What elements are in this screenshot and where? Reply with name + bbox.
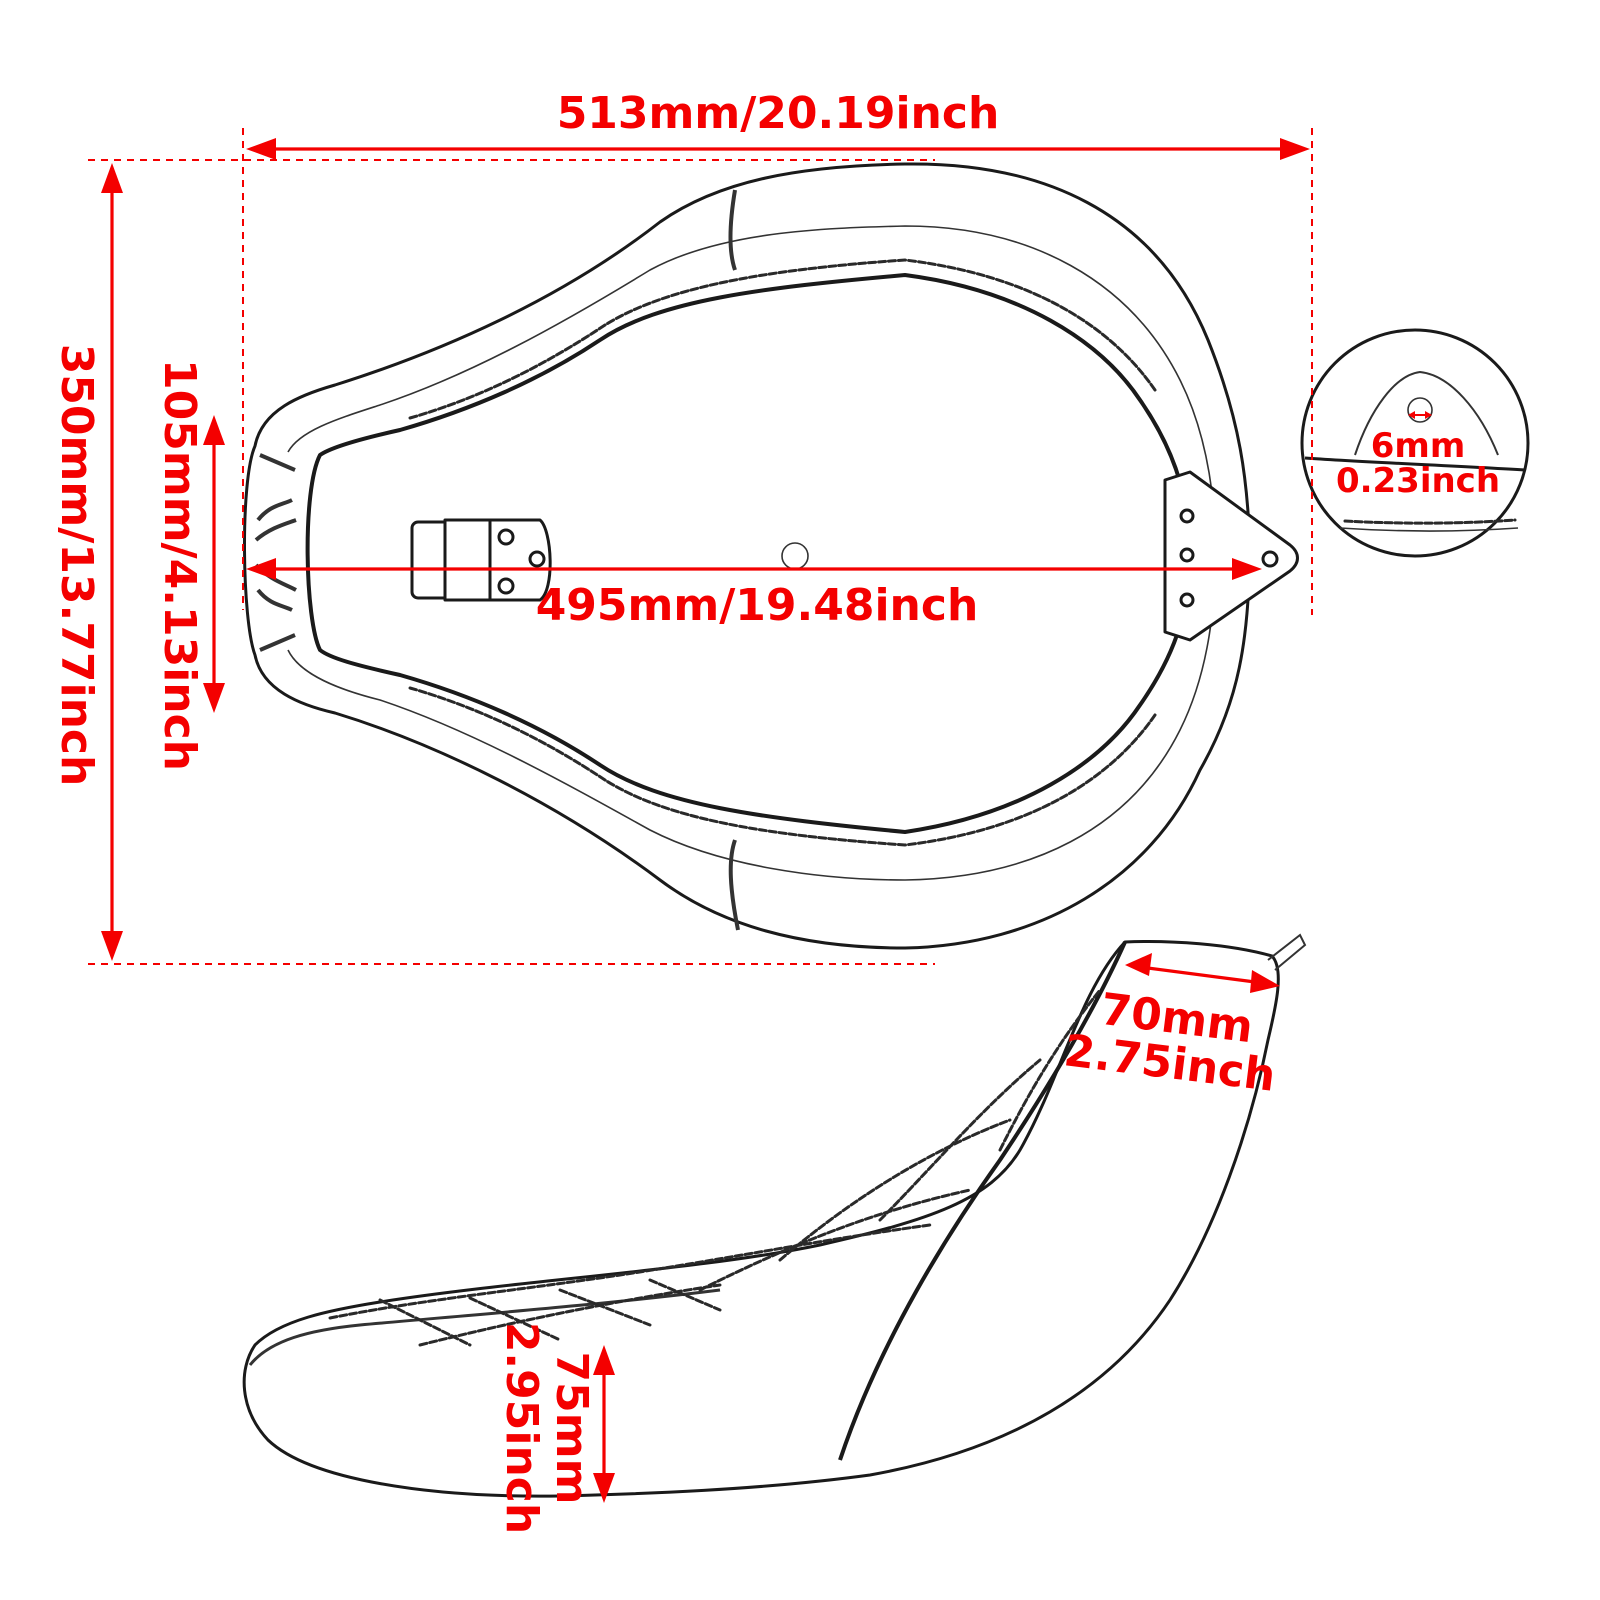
dim-overall-width xyxy=(246,138,1310,160)
nose-width-label: 105mm/4.13inch xyxy=(154,359,205,771)
detail-circle xyxy=(1300,328,1530,558)
dim-rear-height xyxy=(593,1345,615,1503)
seat-seam-lower xyxy=(728,839,740,931)
bracket-bolt-1 xyxy=(497,528,515,546)
seat-seam-upper xyxy=(728,189,737,271)
detail-seat-edge xyxy=(1304,456,1526,472)
tab-rivet-3 xyxy=(1179,592,1195,608)
bolt-hole-mm-label: 6mm xyxy=(1371,426,1466,466)
bolt-hole-inch-label: 0.23inch xyxy=(1336,461,1500,501)
overall-depth-label: 350mm/13.77inch xyxy=(51,344,102,787)
dim-base-length xyxy=(246,558,1262,580)
seat-top-view xyxy=(242,162,1299,950)
dim-bolt-hole xyxy=(1408,411,1432,419)
base-length-label: 495mm/19.48inch xyxy=(536,580,979,631)
bracket-bolt-2 xyxy=(528,550,546,568)
detail-lower-line xyxy=(1339,527,1519,532)
seat-stitching xyxy=(408,258,1157,847)
rear-height-inch-label: 2.95inch xyxy=(496,1322,547,1534)
bolt-hole-detail xyxy=(1300,328,1530,558)
bracket-bolt-3 xyxy=(497,577,515,595)
seat-rear-pleats xyxy=(254,453,297,652)
dim-nose-width xyxy=(203,415,225,713)
overall-width-label: 513mm/20.19inch xyxy=(557,88,1000,139)
side-front-tab xyxy=(1267,933,1307,971)
dimension-guides xyxy=(88,128,1313,965)
front-mounting-tab xyxy=(1163,470,1299,642)
rear-bracket-plate-2 xyxy=(443,518,492,602)
seat-side-view xyxy=(242,933,1307,1498)
dim-overall-depth xyxy=(101,163,123,961)
side-panel-seam xyxy=(838,941,1127,1461)
detail-tab-outline xyxy=(1354,370,1499,456)
tab-rivet-2 xyxy=(1179,547,1195,563)
tab-bolt-hole xyxy=(1261,550,1279,568)
dim-front-width xyxy=(1125,953,1280,993)
tab-rivet-1 xyxy=(1179,508,1195,524)
detail-stitching xyxy=(1343,518,1517,525)
detail-hole xyxy=(1407,397,1433,423)
seat-base-pan xyxy=(305,273,1192,834)
side-diamond-stitching xyxy=(328,988,1102,1347)
rear-height-mm-label: 75mm xyxy=(546,1352,597,1505)
